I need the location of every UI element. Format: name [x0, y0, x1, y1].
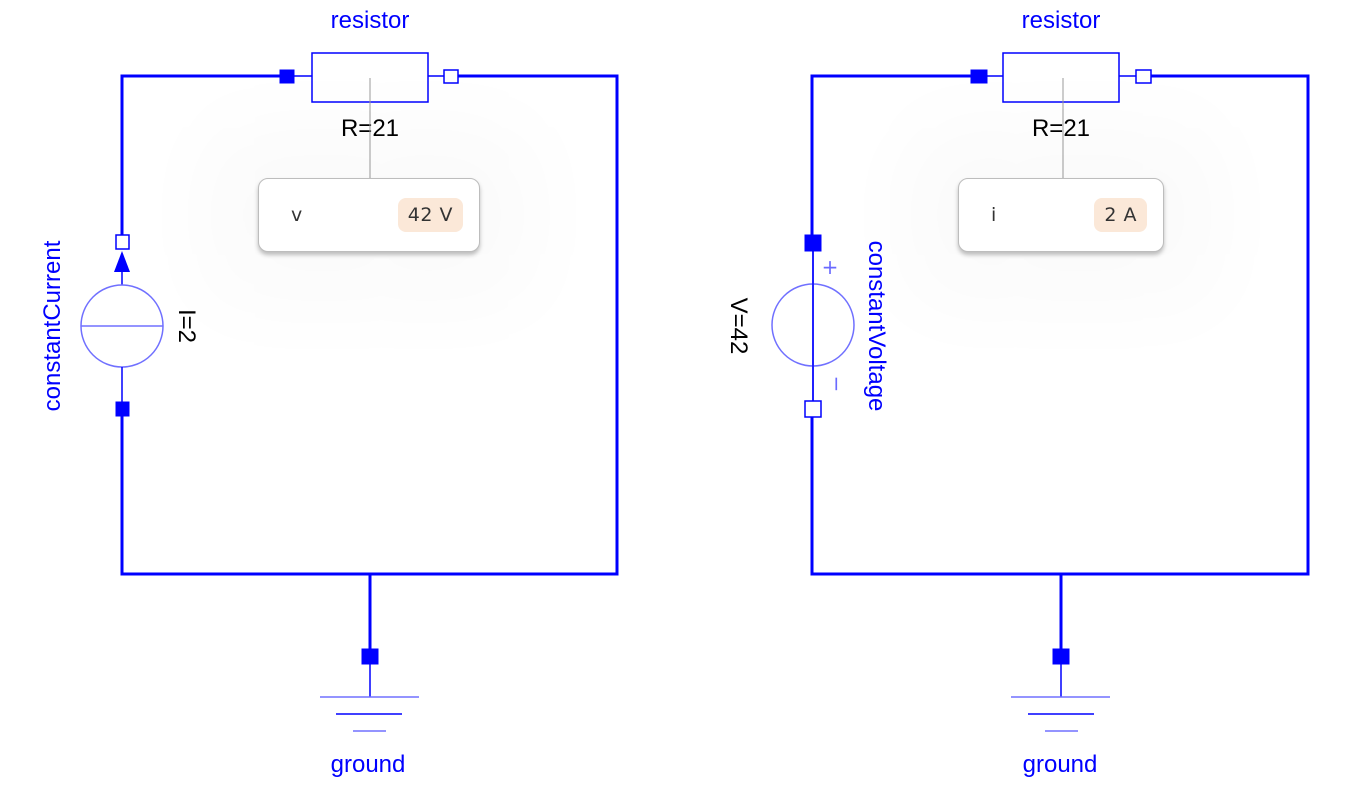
voltage-source-name-label: constantVoltage: [863, 241, 890, 412]
constant-voltage-source[interactable]: [771, 234, 855, 418]
wire-top-left[interactable]: [810, 74, 979, 241]
probe-tooltip-voltage[interactable]: v 42 V: [258, 178, 480, 252]
resistor-right[interactable]: [970, 52, 1152, 103]
voltage-source-pin-p[interactable]: [804, 234, 822, 252]
ground-right[interactable]: [1011, 648, 1110, 732]
resistor-body: [1002, 52, 1120, 103]
probe-variable-name: v: [291, 204, 303, 226]
current-direction-arrow-icon: [114, 251, 130, 272]
resistor-name-label: resistor: [331, 7, 410, 34]
current-source-pin-p[interactable]: [115, 401, 130, 417]
wire-top-right[interactable]: [120, 74, 619, 576]
resistor-param-label: R=21: [1032, 115, 1090, 142]
voltage-source-param-label: V=42: [725, 298, 752, 355]
resistor-left[interactable]: [279, 52, 459, 103]
probe-value-badge: 2 A: [1094, 198, 1147, 232]
ground-left[interactable]: [320, 648, 419, 732]
resistor-pin-n[interactable]: [1135, 69, 1152, 84]
left-circuit: resistor R=21 constantCurrent I=2 ground: [39, 7, 619, 778]
resistor-pin-n[interactable]: [443, 69, 459, 84]
plus-sign-icon: +: [822, 255, 839, 279]
resistor-name-label: resistor: [1022, 7, 1101, 34]
probe-value-badge: 42 V: [397, 198, 463, 232]
ground-name-label: ground: [1023, 751, 1098, 778]
current-source-pin-n[interactable]: [115, 234, 130, 250]
voltage-source-pin-n[interactable]: [804, 400, 822, 418]
ground-pin[interactable]: [361, 648, 379, 665]
current-source-param-label: I=2: [173, 309, 200, 343]
resistor-pin-p[interactable]: [279, 69, 295, 84]
probe-tooltip-current[interactable]: i 2 A: [958, 178, 1164, 252]
constant-current-source[interactable]: [80, 234, 164, 417]
probe-variable-name: i: [991, 204, 997, 226]
current-source-name-label: constantCurrent: [39, 240, 66, 411]
ground-pin[interactable]: [1052, 648, 1070, 665]
ground-name-label: ground: [331, 751, 406, 778]
minus-sign-icon: −: [825, 376, 849, 393]
right-circuit: resistor R=21 + − constantVoltage V=42 g…: [725, 7, 1310, 778]
wire-top-left[interactable]: [120, 74, 287, 241]
wire-top-right[interactable]: [810, 74, 1310, 576]
resistor-pin-p[interactable]: [970, 69, 988, 84]
